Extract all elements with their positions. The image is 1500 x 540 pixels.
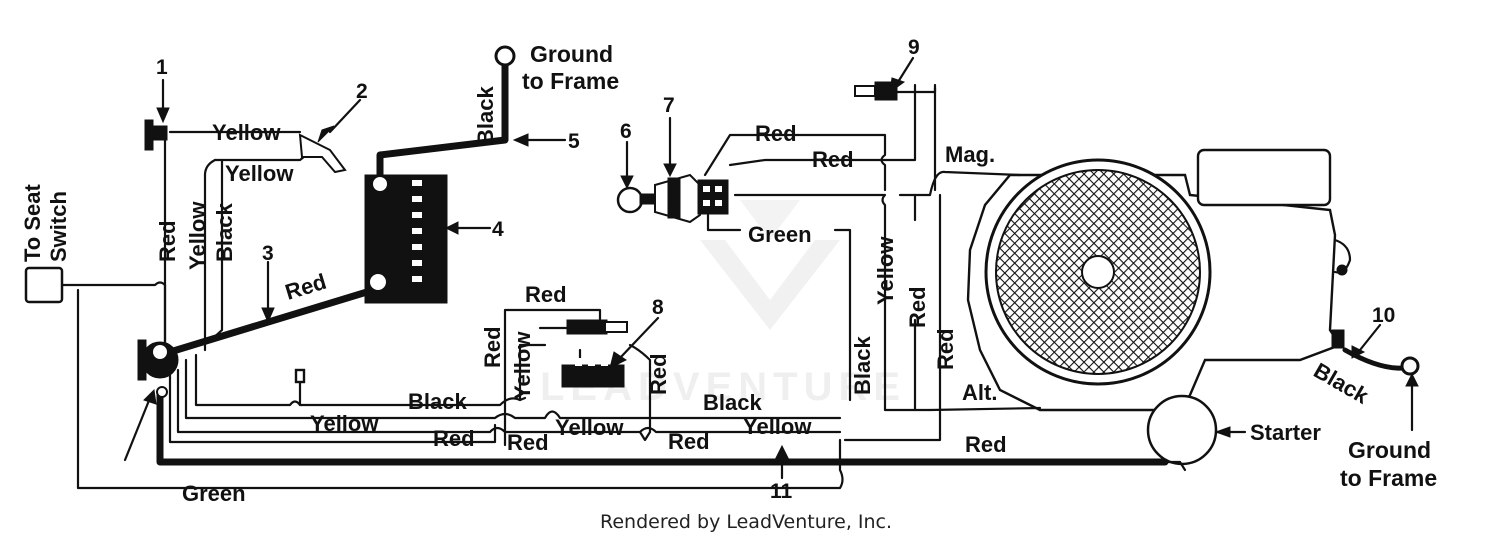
callout-2: 2: [356, 80, 368, 103]
label-yellow-2: Yellow: [225, 161, 294, 186]
label-black-left: Black: [408, 389, 467, 414]
label-red-vert-5: Red: [933, 328, 958, 370]
alt-label: Alt.: [962, 380, 997, 405]
battery: [364, 174, 448, 304]
to-seat-switch-line2: Switch: [46, 191, 71, 262]
label-yellow-vert: Yellow: [185, 201, 210, 270]
to-seat-switch-line1: To Seat: [20, 183, 45, 262]
callout-3: 3: [262, 242, 274, 265]
callout-6: 6: [620, 120, 632, 143]
ground-top-line2: to Frame: [522, 68, 619, 94]
callout-4: 4: [492, 218, 504, 241]
wire-labels: Yellow Yellow Red Red Black Yellow Red R…: [155, 86, 1374, 506]
label-red-key-2: Red: [812, 147, 854, 172]
engine-ground-strap: [1342, 347, 1420, 376]
ignition-key: [616, 186, 661, 214]
callout-8: 8: [652, 296, 664, 319]
ignition-switch: [654, 173, 729, 224]
footer-credit: Rendered by LeadVenture, Inc.: [600, 511, 892, 533]
engine-assembly: [966, 148, 1352, 412]
ground-right-line2: to Frame: [1340, 465, 1437, 491]
label-yellow-mid: Yellow: [555, 415, 624, 440]
ground-right-line1: Ground: [1348, 437, 1431, 463]
pto-switch: [298, 133, 347, 174]
label-red-vert-4: Red: [905, 286, 930, 328]
terminal-labels: To Seat Switch Ground to Frame Mag. Alt.…: [20, 41, 1437, 491]
label-black-ground-right: Black: [1310, 358, 1374, 409]
label-green-bottom: Green: [182, 481, 246, 506]
label-red-bottom: Red: [668, 429, 710, 454]
label-yellow-right: Yellow: [743, 414, 812, 439]
mag-label: Mag.: [945, 142, 995, 167]
label-green-key: Green: [748, 222, 812, 247]
callout-leaders: [123, 56, 1419, 480]
callout-numbers: 1 2 3 4 5 6 7 8 9 10 11: [156, 36, 1395, 503]
label-yellow-vert-2: Yellow: [510, 331, 535, 400]
label-red-battery: Red: [282, 269, 329, 305]
starter-solenoid: [137, 339, 179, 398]
label-red-left: Red: [433, 426, 475, 451]
label-black-vert-2: Black: [850, 336, 875, 395]
seat-switch-connector: [24, 266, 64, 304]
label-red-key-1: Red: [755, 121, 797, 146]
callout-7: 7: [663, 94, 675, 117]
starter-lug: [1158, 460, 1187, 472]
label-yellow-left: Yellow: [310, 411, 379, 436]
label-red-vert-2: Red: [480, 326, 505, 368]
brake-switch: [144, 119, 168, 151]
label-black-mid: Black: [703, 390, 762, 415]
label-red-top: Red: [525, 282, 567, 307]
starter-label: Starter: [1250, 420, 1321, 445]
callout-1: 1: [156, 56, 168, 79]
fuel-solenoid-connector: [561, 319, 628, 388]
starter-motor: [1146, 394, 1247, 466]
label-black-vert: Black: [212, 203, 237, 262]
ground-terminal-top: [494, 45, 516, 67]
callout-5: 5: [568, 130, 580, 153]
label-red-vert: Red: [155, 220, 180, 262]
label-red-vert-3: Red: [646, 353, 671, 395]
callout-10: 10: [1372, 304, 1395, 327]
label-red-main: Red: [965, 432, 1007, 457]
label-yellow-vert-3: Yellow: [873, 236, 898, 305]
ground-top-line1: Ground: [530, 41, 613, 67]
callout-9: 9: [908, 36, 920, 59]
label-yellow-1: Yellow: [212, 120, 281, 145]
heavy-cables: [156, 56, 1169, 466]
label-black-ground: Black: [473, 86, 498, 145]
label-red-mid: Red: [507, 430, 549, 455]
callout-11: 11: [770, 480, 793, 503]
